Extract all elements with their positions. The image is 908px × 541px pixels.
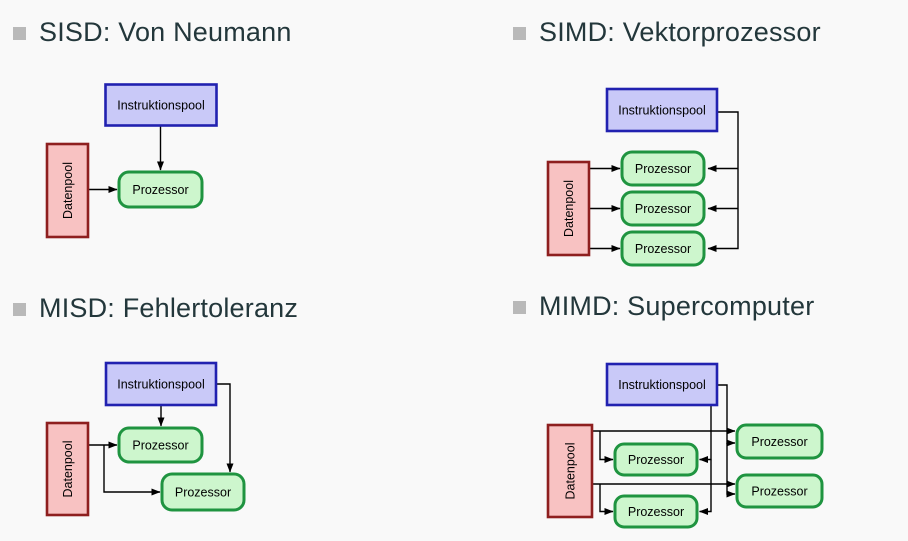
- section-title-simd: SIMD: Vektorprozessor: [539, 17, 821, 47]
- instruction-arrow: [726, 443, 736, 498]
- instruction-pool-label: Instruktionspool: [618, 378, 706, 392]
- section-header-misd: MISD: Fehlertoleranz: [13, 292, 298, 324]
- instruction-pool-label: Instruktionspool: [618, 103, 706, 117]
- bullet-icon: [513, 301, 526, 314]
- instruction-pool-label: Instruktionspool: [117, 377, 205, 391]
- instruction-arrow: [216, 383, 234, 473]
- misd-diagram: Instruktionspool Datenpool Prozessor Pro…: [45, 361, 246, 517]
- section-header-mimd: MIMD: Supercomputer: [513, 290, 814, 322]
- instruction-arrow: [707, 111, 739, 252]
- processor-box: [620, 230, 706, 267]
- data-pool-box: [45, 142, 90, 239]
- instruction-pool-box: [104, 361, 218, 407]
- instruction-arrow: [717, 384, 736, 447]
- processor-label: Prozessor: [628, 453, 684, 467]
- data-pool-label: Datenpool: [61, 441, 75, 498]
- processor-label: Prozessor: [628, 505, 684, 519]
- processor-box: [117, 426, 204, 464]
- simd-diagram: Instruktionspool Datenpool Prozessor Pro…: [546, 87, 739, 267]
- instruction-pool-box: [605, 362, 719, 407]
- processor-label: Prozessor: [132, 183, 188, 197]
- processor-box: [735, 473, 824, 509]
- processor-box: [735, 423, 824, 460]
- instruction-arrow: [699, 405, 712, 463]
- instruction-pool-label: Instruktionspool: [117, 99, 205, 113]
- processor-box: [613, 442, 699, 477]
- bullet-icon: [513, 27, 526, 40]
- data-pool-box: [546, 423, 594, 519]
- data-pool-label: Datenpool: [61, 162, 75, 219]
- processor-label: Prozessor: [132, 438, 188, 452]
- processor-box: [117, 170, 204, 209]
- processor-box: [613, 494, 699, 529]
- data-arrow: [599, 484, 614, 515]
- bullet-icon: [13, 27, 26, 40]
- processor-box: [620, 190, 706, 227]
- data-pool-label: Datenpool: [564, 443, 578, 500]
- section-title-mimd: MIMD: Supercomputer: [539, 291, 815, 321]
- data-arrow: [599, 431, 614, 463]
- sisd-diagram: Instruktionspool Datenpool Prozessor: [45, 83, 218, 239]
- processor-label: Prozessor: [751, 435, 807, 449]
- data-pool-box: [546, 160, 591, 257]
- data-pool-label: Datenpool: [562, 180, 576, 237]
- data-arrow: [103, 445, 161, 496]
- processor-label: Prozessor: [635, 202, 691, 216]
- processor-box: [160, 472, 246, 512]
- bullet-icon: [13, 303, 26, 316]
- instruction-pool-box: [605, 87, 719, 133]
- section-header-simd: SIMD: Vektorprozessor: [513, 16, 821, 48]
- section-title-misd: MISD: Fehlertoleranz: [39, 293, 299, 323]
- section-header-sisd: SISD: Von Neumann: [13, 16, 292, 48]
- mimd-diagram: Instruktionspool Datenpool Prozessor Pro…: [546, 362, 824, 529]
- instruction-pool-box: [104, 83, 218, 127]
- instruction-arrow: [699, 459, 712, 515]
- section-title-sisd: SISD: Von Neumann: [39, 17, 292, 47]
- processor-label: Prozessor: [635, 242, 691, 256]
- processor-label: Prozessor: [751, 484, 807, 498]
- processor-label: Prozessor: [635, 162, 691, 176]
- processor-box: [620, 150, 706, 187]
- processor-label: Prozessor: [175, 485, 231, 499]
- data-pool-box: [45, 421, 90, 517]
